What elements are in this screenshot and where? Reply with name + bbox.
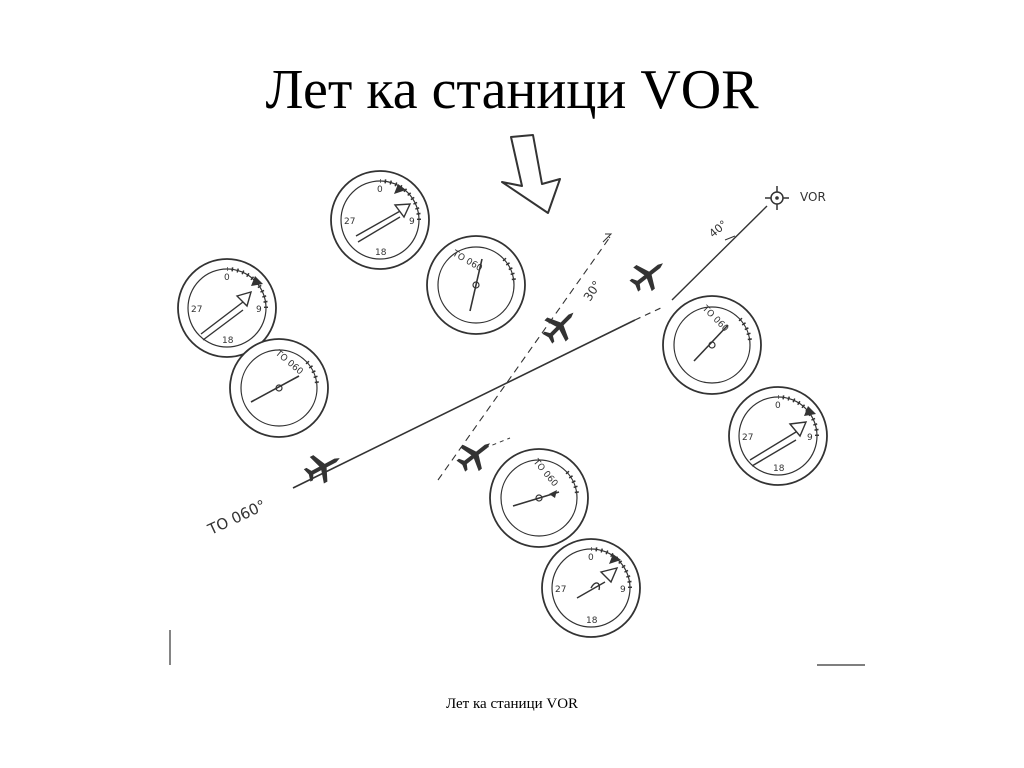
heading-s-label: 18: [375, 248, 387, 258]
heading-w-label: 27: [555, 585, 566, 595]
heading-e-label: 9: [409, 217, 415, 227]
vor-indicator: TO 060: [426, 235, 526, 335]
course-label: TO 060°: [204, 496, 269, 539]
vor-station: [765, 186, 789, 210]
heading-w-label: 27: [344, 217, 355, 227]
heading-e-label: 9: [620, 585, 626, 595]
heading-w-label: 27: [191, 305, 202, 315]
airplane-icon: [536, 301, 585, 350]
heading-indicator: 0 9 18 27: [728, 386, 828, 486]
heading-indicator: 0 9 18 27: [177, 258, 277, 358]
heading-e-label: 9: [807, 433, 813, 443]
heading-w-label: 27: [742, 433, 753, 443]
intercept-line: [437, 233, 613, 481]
vor-indicator: TO 060: [489, 448, 589, 548]
inbound-course-line: [292, 205, 768, 489]
heading-indicator: 0 9 18 27: [330, 170, 430, 270]
intercept-angle-40-label: 40°: [707, 218, 730, 240]
heading-e-label: 9: [256, 305, 262, 315]
heading-s-label: 18: [586, 616, 598, 626]
heading-indicator: 0 9 18 27: [541, 538, 641, 638]
heading-s-label: 18: [773, 464, 785, 474]
vor-indicator: TO 060: [662, 295, 762, 395]
airplane-icon: [451, 431, 500, 478]
vor-flight-diagram: VOR 30° 40° TO 060° 0 9 18 27 0 9 18 27: [165, 130, 870, 670]
heading-s-label: 18: [222, 336, 234, 346]
vor-indicator: TO 060: [229, 338, 329, 438]
pointer-arrow: [501, 134, 561, 214]
airplane-icon: [300, 444, 347, 489]
heading-n-label: 0: [224, 273, 230, 283]
airplane-icon: [624, 251, 673, 298]
heading-n-label: 0: [377, 185, 383, 195]
heading-n-label: 0: [588, 553, 594, 563]
intercept-angle-30-label: 30°: [581, 278, 604, 303]
vor-station-label: VOR: [800, 190, 826, 204]
heading-n-label: 0: [775, 401, 781, 411]
slide-title: Лет ка станици VOR: [265, 59, 759, 121]
figure-caption: Лет ка станици VOR: [445, 696, 579, 712]
